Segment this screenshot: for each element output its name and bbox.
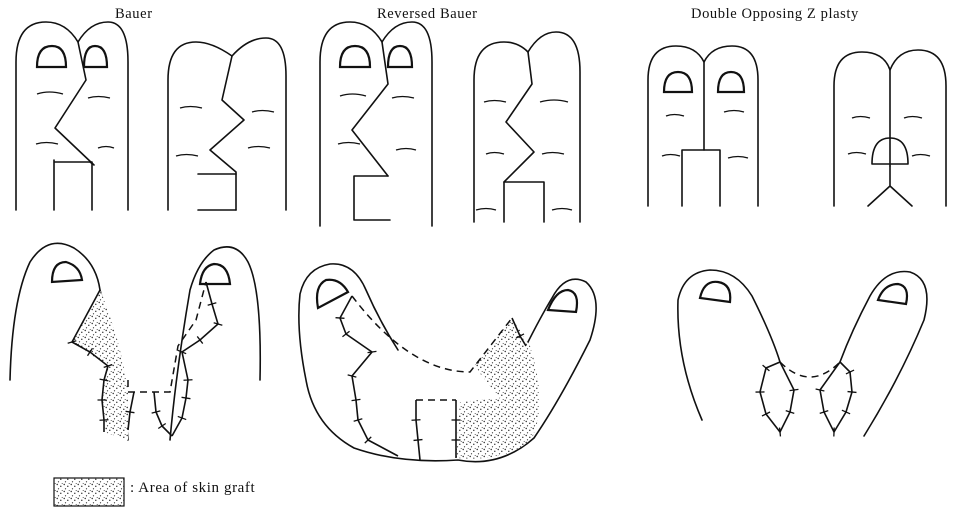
right-nail	[878, 284, 907, 304]
double-opposing-z-spread-hand	[678, 270, 927, 436]
rectangular-flap	[682, 150, 720, 206]
right-nail	[200, 264, 230, 284]
web-dashed-line	[128, 282, 206, 392]
y-incision	[868, 166, 912, 206]
finger-outline	[648, 46, 758, 206]
reversed-bauer-incision-hand	[320, 22, 432, 226]
skin-creases	[662, 111, 748, 159]
rectangular-flap	[198, 174, 236, 210]
skin-graft-area	[456, 318, 540, 459]
bauer-incision-hand	[16, 22, 128, 210]
reversed-bauer-spread-hand	[299, 264, 596, 462]
left-flap-suture	[340, 296, 398, 456]
skin-creases	[176, 107, 274, 157]
zigzag-closure	[210, 56, 244, 210]
bauer-spread-hand	[10, 243, 260, 440]
skin-creases	[338, 94, 416, 150]
finger-outline	[16, 22, 128, 210]
central-flap-suture-left	[416, 400, 420, 460]
finger-outline	[320, 22, 432, 226]
right-nail	[84, 46, 107, 67]
left-diamond-suture	[760, 362, 794, 432]
right-nail	[718, 72, 744, 92]
left-nail	[340, 46, 370, 67]
legend-label: : Area of skin graft	[130, 480, 255, 497]
bauer-closure-hand	[168, 38, 286, 210]
central-flap-suture	[154, 392, 172, 436]
legend-swatch-stippled	[54, 478, 124, 506]
left-nail	[664, 72, 692, 92]
zigzag-closure	[504, 52, 534, 222]
rectangular-flap	[54, 160, 92, 210]
double-opposing-z-closure-hand	[834, 50, 946, 206]
skin-creases	[476, 100, 572, 210]
skin-graft-area	[72, 290, 128, 440]
finger-outline	[168, 38, 286, 210]
skin-creases	[848, 117, 930, 157]
right-diamond-suture	[820, 362, 852, 432]
rectangular-flap	[504, 182, 544, 222]
rectangular-flap	[354, 176, 390, 220]
reversed-bauer-closure-hand	[474, 32, 580, 222]
left-nail	[317, 280, 348, 308]
left-nail	[700, 282, 730, 302]
right-nail	[388, 46, 412, 67]
right-nail	[548, 290, 577, 312]
skin-creases	[36, 92, 114, 148]
finger-outline	[474, 32, 580, 222]
left-nail	[37, 46, 66, 67]
left-nail	[52, 262, 82, 282]
central-flap-suture-left	[128, 392, 134, 430]
double-opposing-z-incision-hand	[648, 46, 758, 206]
